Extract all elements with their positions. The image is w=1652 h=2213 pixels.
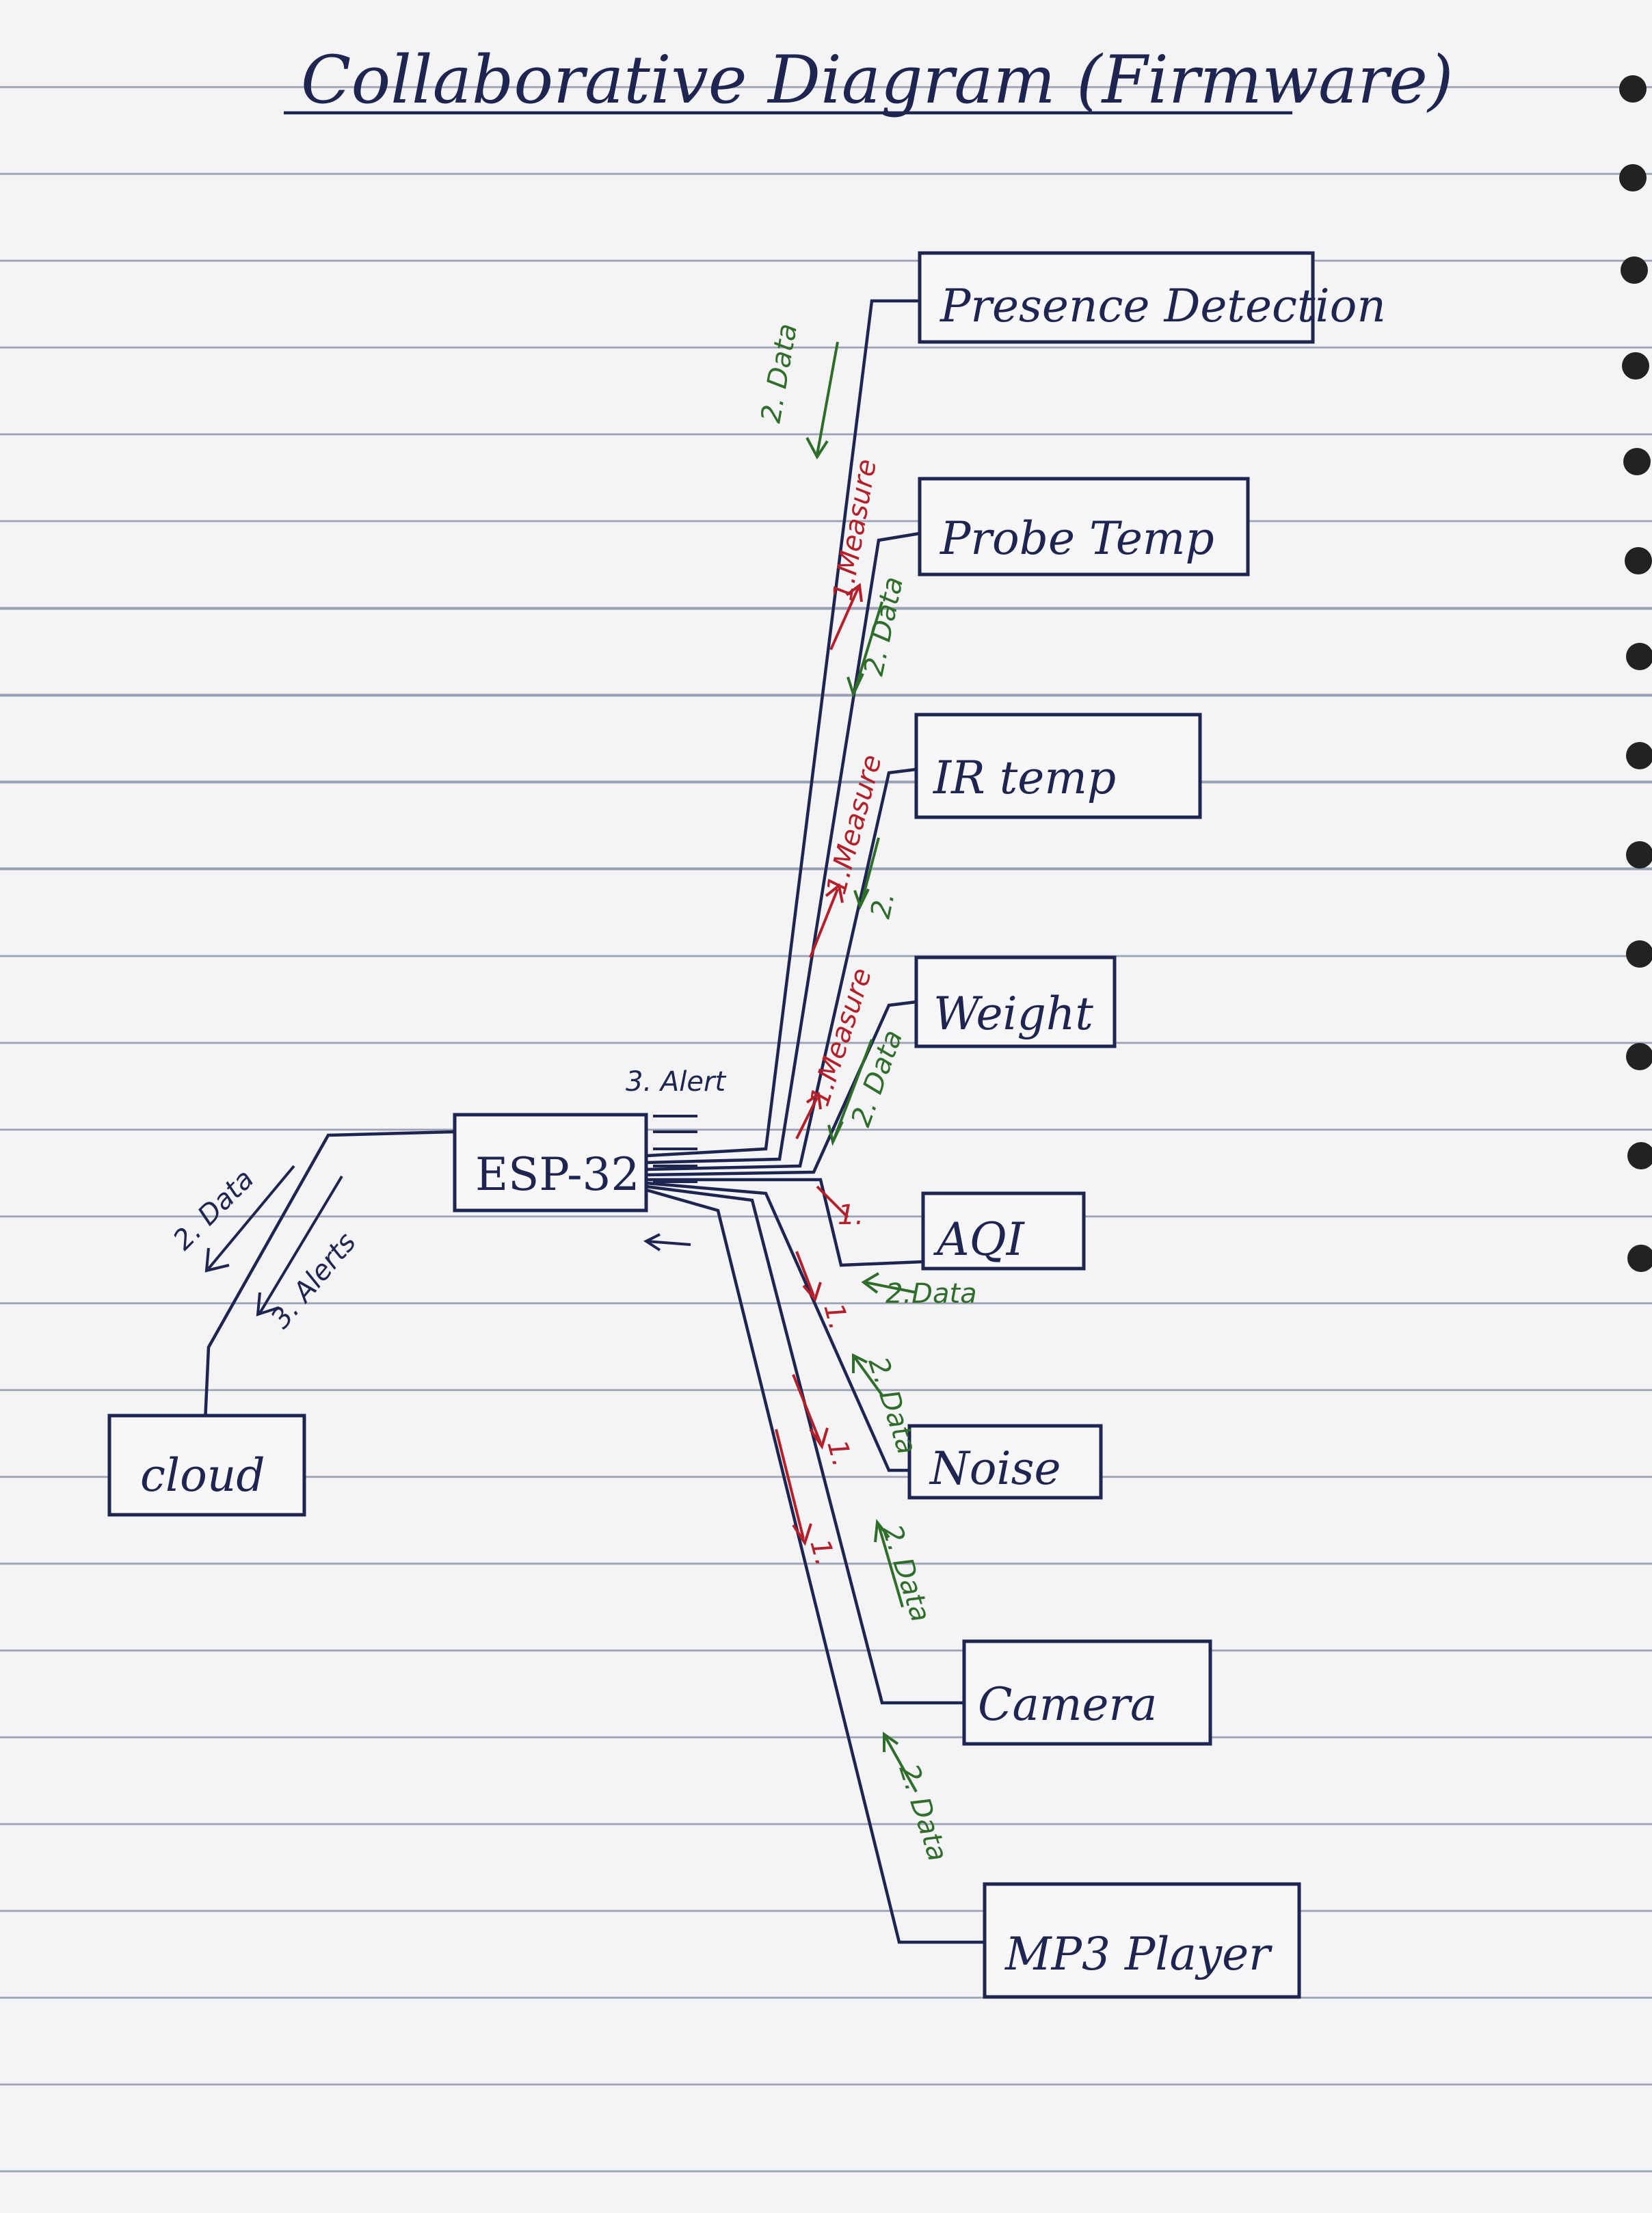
- aqi-label: AQI: [933, 1213, 1026, 1266]
- aqi-measure-label: 1.: [838, 1200, 864, 1231]
- presence-data-arrow: 2. Data: [756, 321, 839, 460]
- camera-measure-arrow: 1.: [792, 1374, 858, 1470]
- aqi-data-arrow: 2.Data: [861, 1272, 977, 1310]
- connection-wires: [203, 299, 985, 1944]
- presence-data-label: 2. Data: [756, 321, 804, 425]
- cloud-data-arrow: 2. Data: [168, 1163, 295, 1273]
- mp3-measure-label: 1.: [803, 1536, 840, 1569]
- cloud-label: cloud: [140, 1449, 265, 1502]
- ir-data-label: 2.: [865, 889, 901, 921]
- ir-measure-arrow: 1.Measure: [809, 752, 888, 958]
- cloud-data-label: 2. Data: [168, 1163, 261, 1256]
- aqi-node[interactable]: AQI: [921, 1191, 1086, 1271]
- mp3-data-arrow: 2. Data: [883, 1732, 953, 1865]
- noise-data-label: 2. Data: [862, 1353, 922, 1458]
- aqi-data-label: 2.Data: [885, 1278, 977, 1310]
- probe-temp-label: Probe Temp: [940, 512, 1214, 565]
- noise-label: Noise: [929, 1442, 1061, 1495]
- noise-measure-label: 1.: [817, 1300, 854, 1334]
- ir-data-arrow: 2.: [853, 837, 901, 921]
- camera-data-arrow: 2. Data: [874, 1518, 936, 1626]
- alert-label: 3. Alert: [626, 1066, 726, 1098]
- noise-data-arrow: 2. Data: [852, 1353, 922, 1458]
- camera-label: Camera: [978, 1678, 1157, 1731]
- mp3-player-node[interactable]: MP3 Player: [983, 1882, 1301, 1999]
- aqi-measure-arrow: 1.: [816, 1185, 864, 1231]
- weight-node[interactable]: Weight: [914, 955, 1117, 1048]
- spiral-binding: [1619, 75, 1652, 1272]
- esp32-label: ESP-32: [475, 1148, 639, 1201]
- ir-temp-node[interactable]: IR temp: [914, 713, 1202, 819]
- noise-node[interactable]: Noise: [907, 1424, 1103, 1500]
- weight-label: Weight: [933, 988, 1093, 1040]
- alert-arrows: 3. Alert: [626, 1066, 726, 1251]
- camera-data-label: 2. Data: [875, 1521, 936, 1626]
- ir-temp-label: IR temp: [933, 752, 1116, 804]
- camera-node[interactable]: Camera: [962, 1639, 1212, 1746]
- presence-detection-node[interactable]: Presence Detection: [918, 251, 1386, 344]
- probe-measure-label: 1.Measure: [827, 457, 883, 603]
- probe-temp-node[interactable]: Probe Temp: [918, 477, 1250, 577]
- cloud-alerts-arrow: 3. Alerts: [256, 1175, 362, 1334]
- mp3-measure-arrow: 1.: [775, 1429, 841, 1569]
- presence-detection-label: Presence Detection: [940, 280, 1386, 332]
- esp32-node[interactable]: ESP-32: [453, 1113, 648, 1212]
- mp3-data-label: 2. Data: [892, 1760, 953, 1865]
- cloud-node[interactable]: cloud: [107, 1414, 306, 1517]
- camera-measure-label: 1.: [821, 1437, 857, 1470]
- diagram-title: Collaborative Diagram (Firmware): [301, 42, 1453, 118]
- mp3-player-label: MP3 Player: [1004, 1928, 1273, 1980]
